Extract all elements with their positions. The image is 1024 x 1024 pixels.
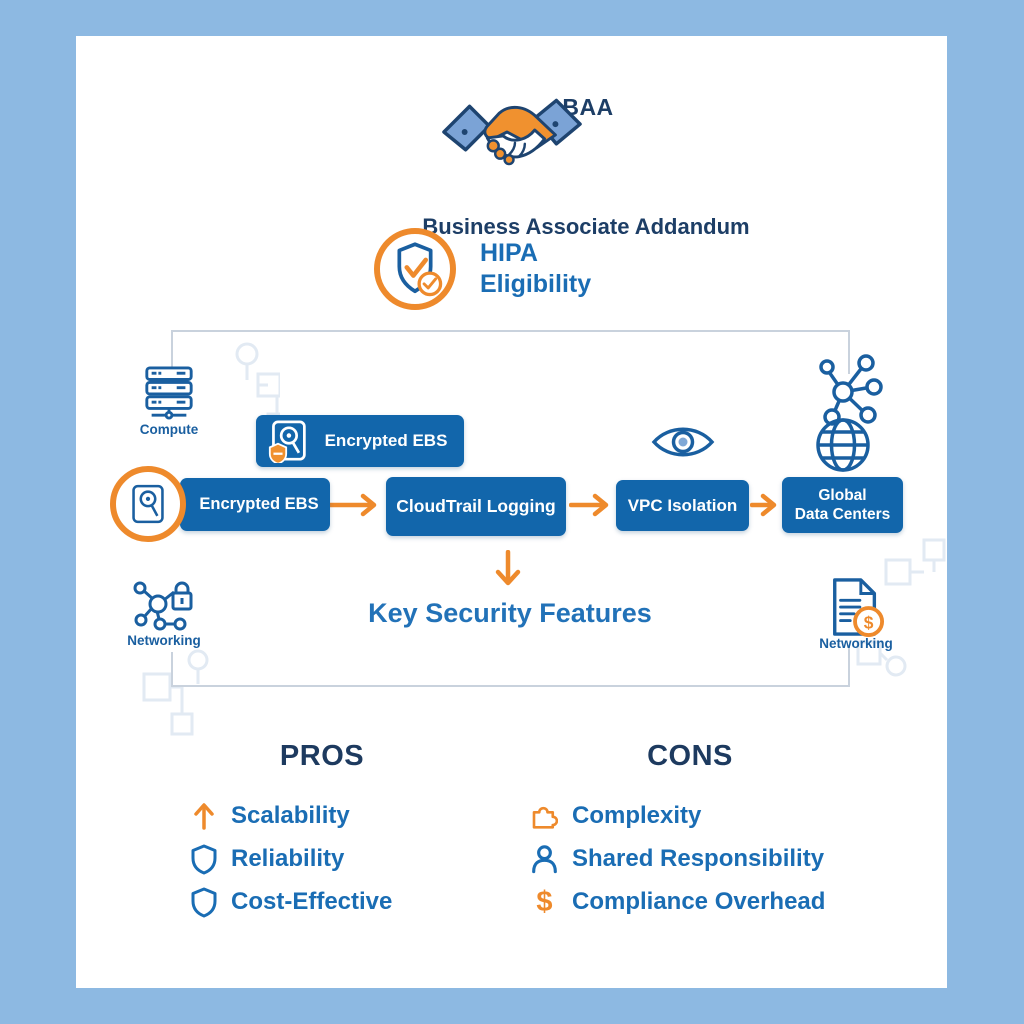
arrow-right-icon bbox=[327, 493, 377, 517]
pros-item-scalability: Scalability bbox=[190, 799, 350, 833]
globe-icon bbox=[816, 418, 870, 472]
person-icon bbox=[531, 843, 558, 875]
document-dollar-icon: $ bbox=[833, 578, 885, 638]
cons-item-label: Compliance Overhead bbox=[572, 888, 826, 915]
pros-item-label: Cost-Effective bbox=[231, 888, 393, 915]
flow-step-cloudtrail: CloudTrail Logging bbox=[386, 477, 566, 536]
cons-item-label: Shared Responsibility bbox=[572, 845, 825, 872]
shield-check-badge-icon bbox=[374, 228, 456, 310]
arrow-right-icon bbox=[750, 493, 777, 517]
networking-right-label: Networking bbox=[819, 636, 893, 651]
white-card: BAA Business Associate Addandum HIPA bbox=[76, 36, 947, 988]
eligibility-line1: HIPA bbox=[480, 239, 538, 267]
cons-item-compliance-overhead: $ Compliance Overhead bbox=[531, 885, 825, 919]
baa-subtitle: Business Associate Addandum bbox=[422, 214, 750, 239]
key-security-caption: Key Security Features bbox=[368, 598, 652, 628]
shield-icon bbox=[190, 887, 217, 918]
flow-step-global: Global Data Centers bbox=[782, 477, 903, 533]
encrypted-disk-icon bbox=[268, 420, 306, 463]
decorative-pattern bbox=[142, 649, 209, 736]
cons-item-shared-responsibility: Shared Responsibility bbox=[531, 842, 824, 876]
disk-icon-circle bbox=[110, 466, 186, 542]
pros-item-reliability: Reliability bbox=[190, 842, 344, 876]
networking-left-label: Networking bbox=[127, 633, 201, 648]
cons-item-label: Complexity bbox=[572, 802, 702, 829]
shield-icon bbox=[190, 844, 217, 875]
flow-step-label: CloudTrail Logging bbox=[396, 496, 556, 516]
arrow-down-icon bbox=[495, 550, 521, 586]
up-arrow-icon bbox=[190, 801, 217, 831]
flow-step-vpc: VPC Isolation bbox=[616, 480, 749, 531]
flow-step-encrypted-ebs: Encrypted EBS bbox=[180, 478, 330, 531]
eligibility-line2: Eligibility bbox=[480, 270, 592, 298]
dollar-icon: $ bbox=[536, 885, 553, 918]
network-lock-icon bbox=[133, 581, 193, 631]
server-stack-icon bbox=[145, 366, 193, 420]
frame-bottom-right bbox=[848, 645, 850, 687]
encrypted-ebs-top-box: Encrypted EBS bbox=[256, 415, 464, 467]
svg-text:$: $ bbox=[864, 612, 874, 632]
arrow-right-icon bbox=[569, 493, 609, 517]
frame-bottom-line bbox=[171, 685, 850, 687]
flow-step-label-line1: Global bbox=[818, 487, 867, 504]
cons-title: CONS bbox=[647, 740, 733, 772]
pros-title: PROS bbox=[279, 740, 365, 772]
frame-top-left bbox=[171, 330, 173, 368]
flow-step-label-line2: Data Centers bbox=[794, 506, 891, 523]
pros-item-label: Scalability bbox=[231, 802, 350, 829]
encrypted-ebs-top-label: Encrypted EBS bbox=[324, 431, 448, 450]
pros-item-label: Reliability bbox=[231, 845, 345, 872]
frame-bottom-left bbox=[171, 652, 173, 687]
frame-top-line bbox=[171, 330, 850, 332]
compute-label: Compute bbox=[139, 422, 199, 437]
flow-step-label: Encrypted EBS bbox=[199, 495, 319, 513]
handshake-icon bbox=[442, 98, 582, 166]
eligibility-title: HIPA Eligibility bbox=[480, 238, 591, 300]
decorative-pattern bbox=[856, 538, 946, 677]
puzzle-icon bbox=[531, 798, 558, 834]
network-nodes-icon bbox=[819, 354, 883, 426]
pros-item-cost-effective: Cost-Effective bbox=[190, 885, 392, 919]
flow-step-label: VPC Isolation bbox=[627, 495, 738, 515]
eye-icon bbox=[651, 427, 715, 457]
cons-item-complexity: Complexity bbox=[531, 799, 701, 833]
disk-icon bbox=[132, 484, 164, 524]
frame-top-right bbox=[848, 330, 850, 374]
